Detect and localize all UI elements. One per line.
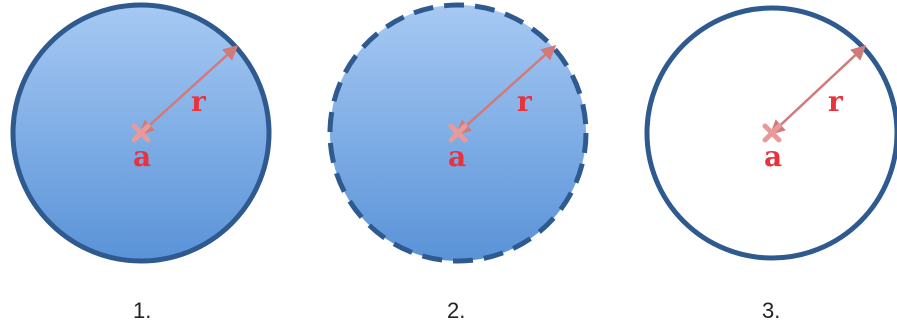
center-mark-3 [762, 123, 782, 143]
caption-2: 2. [447, 298, 465, 323]
figure-3: r a 3. [644, 5, 897, 323]
caption-1: 1. [133, 298, 151, 323]
caption-3: 3. [762, 298, 780, 323]
center-label-3: a [764, 140, 782, 173]
center-mark-2 [448, 123, 468, 143]
radius-arrow-1 [138, 44, 239, 136]
center-label-2: a [448, 140, 466, 173]
radius-label-2: r [517, 85, 533, 118]
radius-label-3: r [828, 85, 844, 118]
center-mark-1 [131, 123, 151, 143]
center-label-1: a [133, 140, 151, 173]
figure-2: r a 2. [327, 2, 589, 323]
radius-label-1: r [191, 85, 207, 118]
radius-arrow-2 [455, 44, 557, 136]
circle-3 [644, 5, 897, 261]
figure-1: r a 1. [10, 2, 272, 323]
radius-arrow-3 [769, 44, 867, 136]
